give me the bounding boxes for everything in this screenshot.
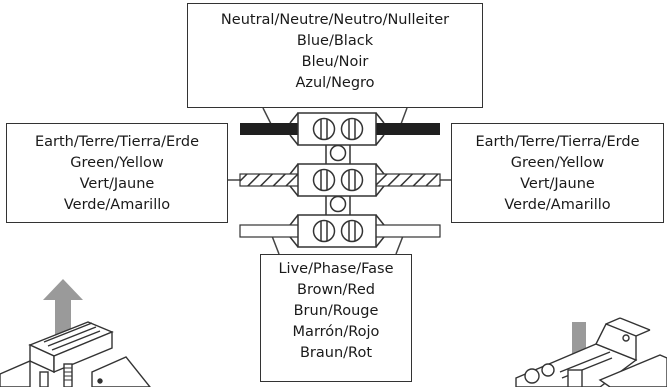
live-label-line: Live/Phase/Fase bbox=[278, 261, 394, 277]
live-label-line: Braun/Rot bbox=[299, 345, 373, 361]
earth-right-label-line: Green/Yellow bbox=[510, 155, 605, 171]
screw-terminal-icon bbox=[312, 219, 336, 243]
screw-terminal-icon bbox=[340, 117, 364, 141]
screw-terminal-neutral bbox=[289, 112, 385, 146]
screw-terminal-icon bbox=[312, 117, 336, 141]
earth-right-label-line: Vert/Jaune bbox=[520, 176, 595, 192]
fixture-bracket-left bbox=[0, 279, 151, 387]
live-label-box: Live/Phase/Fase Brown/Red Brun/Rouge Mar… bbox=[260, 254, 412, 382]
neutral-label-line: Bleu/Noir bbox=[301, 54, 369, 70]
screw-terminal-icon bbox=[340, 168, 364, 192]
earth-right-label-box: Earth/Terre/Tierra/Erde Green/Yellow Ver… bbox=[451, 123, 664, 223]
earth-left-label-line: Green/Yellow bbox=[70, 155, 164, 171]
earth-left-label-line: Vert/Jaune bbox=[79, 176, 155, 192]
live-label-line: Brun/Rouge bbox=[293, 303, 379, 319]
neutral-label-line: Neutral/Neutre/Neutro/Nulleiter bbox=[220, 12, 450, 28]
neutral-label-line: Azul/Negro bbox=[295, 75, 375, 91]
screw-terminal-icon bbox=[312, 168, 336, 192]
fixture-bracket-right bbox=[515, 317, 667, 387]
earth-right-label-line: Earth/Terre/Tierra/Erde bbox=[475, 134, 640, 150]
terminal-block bbox=[289, 112, 385, 248]
arrow-up-icon bbox=[43, 279, 83, 345]
neutral-label-box: Neutral/Neutre/Neutro/Nulleiter Blue/Bla… bbox=[187, 3, 483, 108]
neutral-label-line: Blue/Black bbox=[296, 33, 374, 49]
earth-left-label-line: Verde/Amarillo bbox=[63, 197, 171, 213]
earth-left-label-line: Earth/Terre/Tierra/Erde bbox=[34, 134, 200, 150]
live-label-line: Marrón/Rojo bbox=[292, 324, 380, 340]
live-label-line: Brown/Red bbox=[297, 282, 375, 298]
earth-left-label-box: Earth/Terre/Tierra/Erde Green/Yellow Ver… bbox=[6, 123, 228, 223]
screw-terminal-live bbox=[289, 214, 385, 248]
screw-terminal-earth bbox=[289, 163, 385, 197]
screw-terminal-icon bbox=[340, 219, 364, 243]
earth-right-label-line: Verde/Amarillo bbox=[504, 197, 611, 213]
leader-lines bbox=[228, 107, 451, 255]
